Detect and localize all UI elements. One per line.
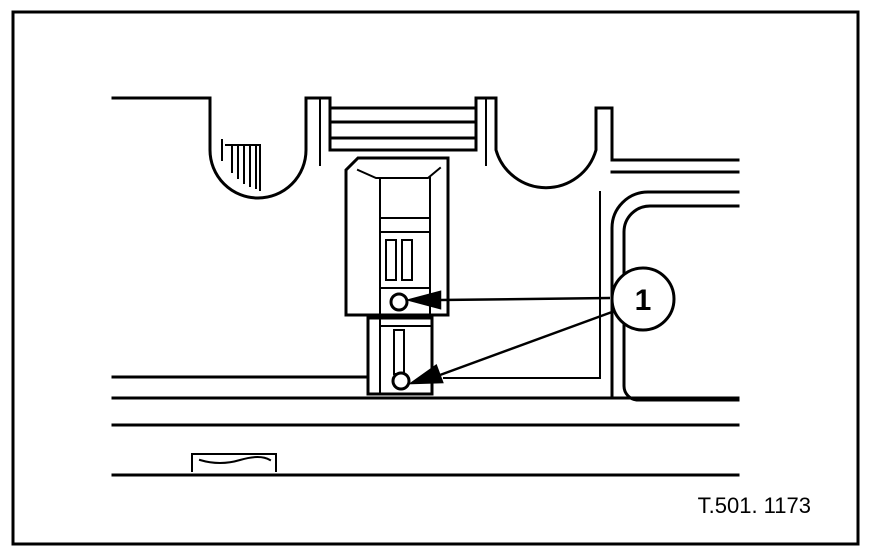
figure-frame [11,10,860,546]
callout-1-label: 1 [635,284,652,317]
right-housing-outline [610,158,740,174]
upper-connector-pins [379,239,431,289]
fastener-lower [391,371,411,391]
leader-arrows [405,290,613,385]
upper-connector [344,156,450,317]
left-pocket-hatching [221,139,261,191]
top-bridge-slot [328,106,478,152]
fastener-upper [389,292,409,312]
top-bridge [304,96,614,190]
left-housing-outline [111,96,308,200]
lower-connector-pins [379,325,433,375]
base-tab [191,453,277,472]
callout-1: 1 [610,266,676,332]
lower-connector [366,316,434,396]
figure-reference-code: T.501. 1173 [698,493,811,518]
